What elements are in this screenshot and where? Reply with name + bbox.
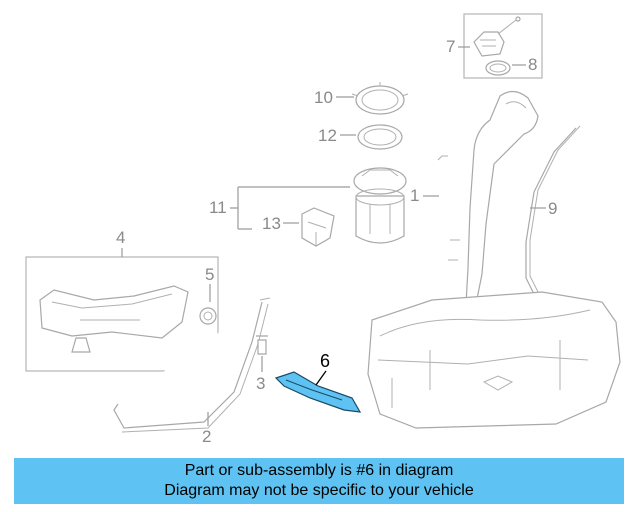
caption-line-1: Part or sub-assembly is #6 in diagram	[184, 462, 454, 479]
clip-part	[199, 307, 217, 325]
highlighted-part-6	[274, 371, 362, 413]
seal-part	[357, 124, 403, 150]
tank-strap-part	[113, 297, 271, 433]
filler-pipe-part	[437, 90, 539, 305]
callout-8: 8	[528, 55, 537, 74]
caption-banner: Part or sub-assembly is #6 in diagram Di…	[14, 458, 624, 504]
bolt-part	[256, 335, 268, 355]
callout-11: 11	[209, 198, 227, 217]
fuel-pump-module-part	[353, 167, 407, 244]
fuel-level-sensor-part	[301, 207, 335, 247]
lock-ring-part	[351, 82, 409, 115]
callout-13: 13	[262, 214, 281, 233]
callout-3: 3	[256, 374, 265, 393]
nut-part	[71, 337, 91, 353]
callout-6: 6	[320, 351, 330, 371]
parts-diagram: 7 8 10 12 11 13 1 9	[25, 13, 621, 446]
heat-shield-part	[39, 285, 189, 339]
callout-9: 9	[548, 199, 557, 218]
leader-11	[230, 186, 350, 230]
caption-line-2: Diagram may not be specific to your vehi…	[164, 482, 474, 499]
leader-6	[315, 370, 327, 386]
callout-box-7-8	[463, 13, 543, 79]
callout-10: 10	[314, 88, 333, 107]
callout-12: 12	[318, 126, 337, 145]
callout-4: 4	[116, 228, 125, 247]
gasket-part	[485, 60, 511, 76]
callout-1: 1	[410, 186, 419, 205]
callout-2: 2	[202, 427, 211, 446]
fuel-filler-cap-part	[473, 16, 521, 57]
callout-5: 5	[205, 265, 214, 284]
callout-7: 7	[446, 37, 455, 56]
fuel-tank-part	[367, 291, 621, 429]
